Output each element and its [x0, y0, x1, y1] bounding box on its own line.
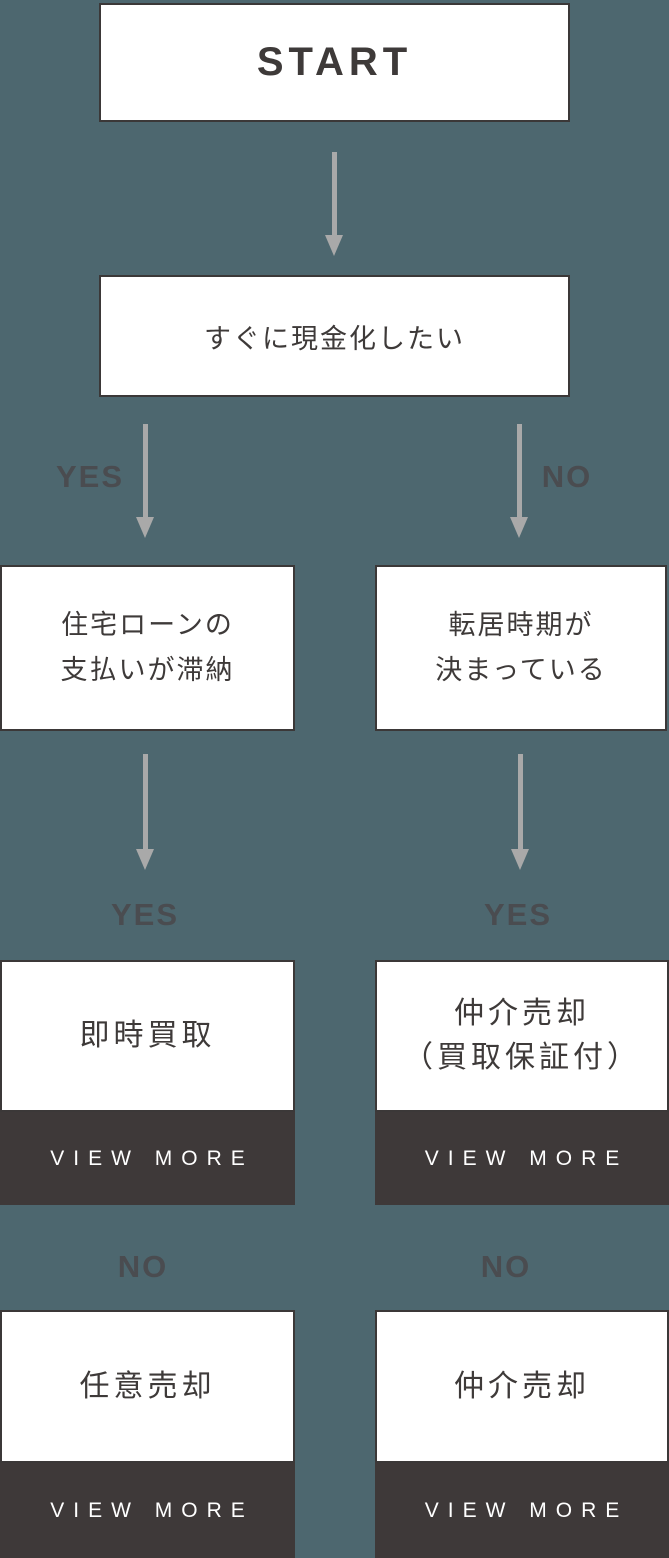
down-arrow-icon [510, 424, 528, 538]
branch-yes-label: YES [483, 897, 553, 932]
result-card-chukai-baikyaku-hosho[interactable]: 仲介売却 （買取保証付） VIEW MORE [375, 960, 669, 1205]
result-card-sokuji-kaitori[interactable]: 即時買取 VIEW MORE [0, 960, 295, 1205]
question-line: 決まっている [435, 655, 607, 685]
view-more-button[interactable]: VIEW MORE [0, 1112, 295, 1205]
question-label: すぐに現金化したい [204, 323, 465, 354]
branch-no-label: NO [480, 1249, 532, 1284]
view-more-label: VIEW MORE [50, 1146, 254, 1170]
result-title: 任意売却 [79, 1369, 216, 1403]
result-card-chukai-baikyaku[interactable]: 仲介売却 VIEW MORE [375, 1310, 669, 1558]
view-more-label: VIEW MORE [424, 1498, 629, 1522]
down-arrow-icon [136, 424, 154, 538]
branch-no-label: NO [541, 459, 593, 494]
result-title-line: 仲介売却 [454, 997, 590, 1030]
down-arrow-icon [511, 754, 529, 870]
question-box-cash-now: すぐに現金化したい [99, 275, 570, 397]
result-title-box: 即時買取 [0, 960, 295, 1112]
result-title-line: （買取保証付） [403, 1041, 641, 1074]
branch-no-label: NO [117, 1249, 169, 1284]
question-line: 支払いが滞納 [60, 655, 235, 685]
question-line: 住宅ローンの [61, 610, 234, 640]
down-arrow-icon [136, 754, 154, 870]
view-more-button[interactable]: VIEW MORE [0, 1463, 295, 1558]
result-title-box: 任意売却 [0, 1310, 295, 1463]
view-more-button[interactable]: VIEW MORE [375, 1463, 669, 1558]
question-box-moving-date: 転居時期が 決まっている [375, 565, 667, 731]
view-more-label: VIEW MORE [424, 1146, 629, 1170]
start-box: START [99, 3, 570, 122]
down-arrow-icon [325, 152, 343, 256]
question-line: 転居時期が [448, 610, 594, 640]
view-more-button[interactable]: VIEW MORE [375, 1112, 669, 1205]
result-title: 仲介売却 [454, 1369, 590, 1403]
result-card-nini-baikyaku[interactable]: 任意売却 VIEW MORE [0, 1310, 295, 1558]
view-more-label: VIEW MORE [50, 1498, 254, 1522]
start-label: START [256, 40, 413, 84]
branch-yes-label: YES [55, 459, 125, 494]
result-title: 即時買取 [79, 1019, 216, 1052]
result-title-box: 仲介売却 （買取保証付） [375, 960, 669, 1112]
question-box-loan-arrears: 住宅ローンの 支払いが滞納 [0, 565, 295, 731]
branch-yes-label: YES [110, 897, 180, 932]
result-title-box: 仲介売却 [375, 1310, 669, 1463]
